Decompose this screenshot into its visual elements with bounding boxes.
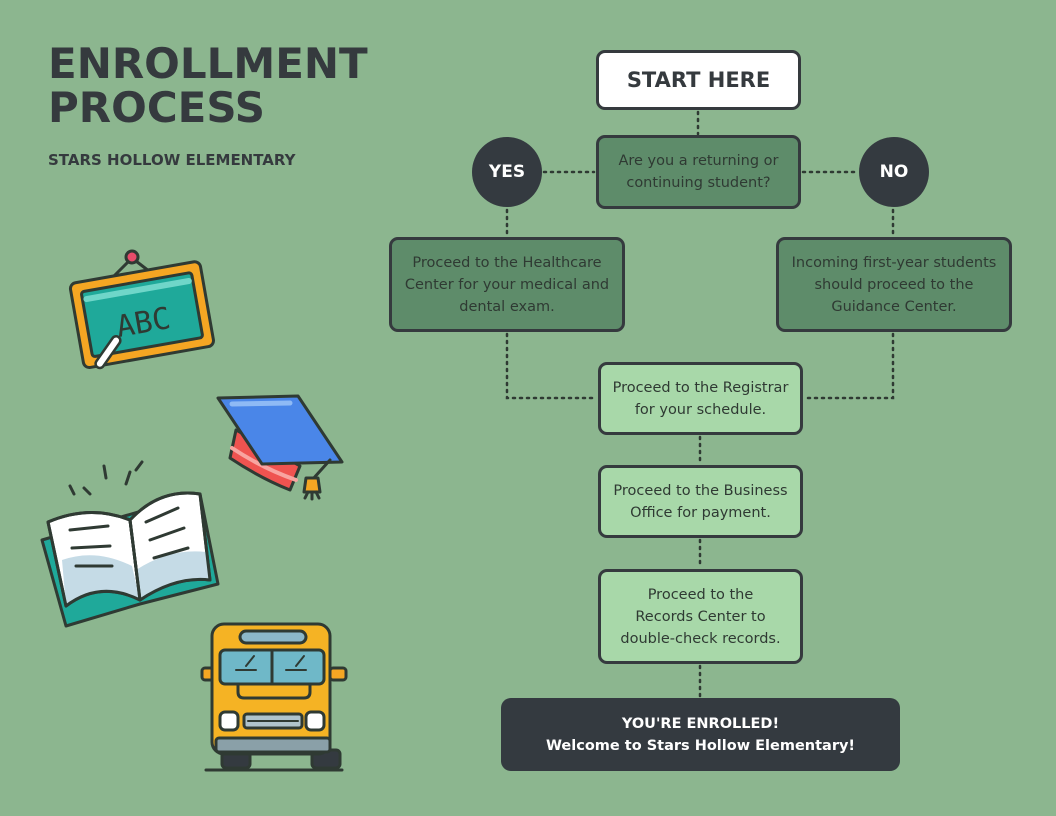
connector-yes-registrar (505, 332, 598, 400)
page-subtitle: STARS HOLLOW ELEMENTARY (48, 151, 296, 169)
page-title: ENROLLMENT PROCESS (48, 42, 368, 130)
illustrations: ABC (40, 249, 348, 772)
chalkboard-icon: ABC (68, 249, 215, 370)
business-step-text: Proceed to the Business Office for payme… (613, 482, 788, 521)
school-bus-icon (200, 622, 348, 772)
yes-label: YES (488, 162, 526, 182)
business-step-box: Proceed to the Business Office for payme… (598, 465, 803, 538)
connector-no-registrar (803, 332, 895, 400)
start-here-box: START HERE (596, 50, 801, 110)
title-line-2: PROCESS (48, 83, 265, 132)
guidance-step-box: Incoming first-year students should proc… (776, 237, 1012, 332)
registrar-step-text: Proceed to the Registrar for your schedu… (612, 379, 789, 418)
graduation-cap-icon (216, 394, 344, 501)
start-here-label: START HERE (626, 68, 771, 92)
no-circle: NO (859, 137, 929, 207)
yes-circle: YES (472, 137, 542, 207)
enrolled-box: YOU'RE ENROLLED! Welcome to Stars Hollow… (501, 698, 900, 771)
enrolled-text: YOU'RE ENROLLED! Welcome to Stars Hollow… (545, 715, 856, 754)
guidance-step-text: Incoming first-year students should proc… (791, 254, 997, 315)
records-step-box: Proceed to the Records Center to double-… (598, 569, 803, 664)
records-step-text: Proceed to the Records Center to double-… (620, 586, 781, 647)
healthcare-step-text: Proceed to the Healthcare Center for you… (404, 254, 610, 315)
healthcare-step-box: Proceed to the Healthcare Center for you… (389, 237, 625, 332)
title-line-1: ENROLLMENT (48, 39, 368, 88)
question-box: Are you a returning or continuing studen… (596, 135, 801, 209)
question-text: Are you a returning or continuing studen… (618, 153, 779, 191)
no-label: NO (879, 162, 909, 182)
registrar-step-box: Proceed to the Registrar for your schedu… (598, 362, 803, 435)
open-book-icon (40, 460, 220, 628)
